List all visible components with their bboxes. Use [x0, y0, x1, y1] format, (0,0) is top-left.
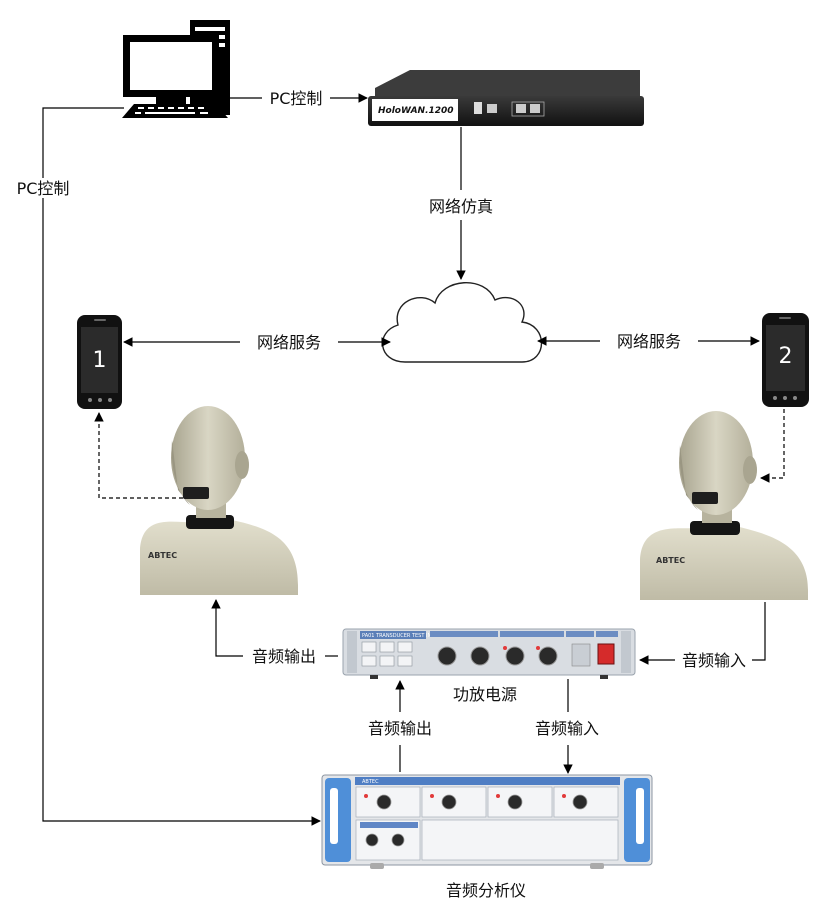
head-right-brand: ABTEC	[656, 556, 685, 565]
line-phone2-to-head2	[760, 409, 785, 483]
label-audio-out-bottom: 音频输出	[368, 719, 432, 738]
head-left-brand: ABTEC	[148, 551, 177, 560]
phone-2-number: 2	[779, 344, 793, 369]
head-simulator-left: ABTEC	[140, 406, 298, 595]
label-network-service-left: 网络服务	[257, 333, 321, 352]
label-audio-out-left: 音频输出	[252, 647, 316, 666]
label-audio-in-bottom: 音频输入	[535, 719, 599, 738]
line-pc-to-analyzer	[42, 198, 321, 826]
line-amp-to-head1	[211, 599, 243, 657]
amp-caption: 功放电源	[453, 685, 517, 704]
analyzer-caption: 音频分析仪	[446, 881, 526, 900]
analyzer-brand: ABTEC	[362, 779, 379, 785]
label-audio-in-right: 音频输入	[682, 651, 746, 670]
label-network-service-right: 网络服务	[617, 332, 681, 351]
line-pc-left-a	[42, 107, 124, 178]
label-pc-control-top: PC控制	[270, 89, 323, 108]
pc-computer-icon	[122, 20, 230, 118]
phone-2-icon: 2	[762, 313, 809, 407]
amplifier-power-unit: PA01 TRANSDUCER TEST INTERFACE	[342, 628, 636, 679]
label-pc-control-left: PC控制	[17, 179, 70, 198]
phone-1-number: 1	[93, 348, 107, 373]
line-head2-down	[752, 602, 766, 661]
holowan-label: HoloWAN.1200	[378, 106, 454, 116]
label-network-sim: 网络仿真	[429, 197, 493, 216]
line-head1-to-phone1	[94, 412, 183, 499]
network-cloud-icon	[382, 282, 543, 363]
holowan-network-emulator: HoloWAN.1200	[368, 70, 644, 126]
audio-analyzer-unit: ABTEC	[321, 774, 653, 869]
phone-1-icon: 1	[77, 315, 122, 409]
amp-panel-title: PA01 TRANSDUCER TEST INTERFACE	[362, 633, 453, 639]
head-simulator-right: ABTEC	[640, 411, 808, 600]
